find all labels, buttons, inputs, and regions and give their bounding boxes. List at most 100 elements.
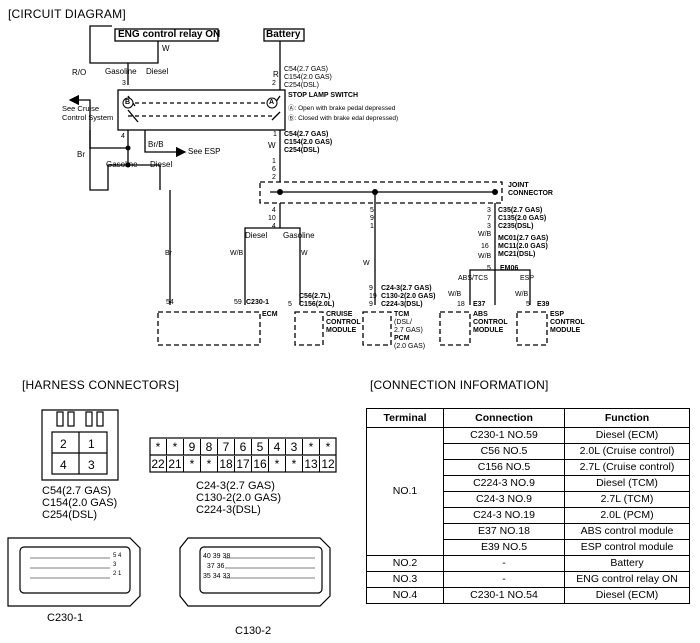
table-header-row: Terminal Connection Function [366,408,690,428]
c56-label: C56(2.7L)C156(2.0L) [299,293,335,308]
wire-wb-esp: W/B [515,291,529,298]
stop-lamp-title: STOP LAMP SWITCH [288,92,359,99]
grid-pin: 6 [235,439,252,455]
wire-br-left: Br [77,150,85,159]
table-cell: C224-3 NO.9 [443,475,565,492]
pin-5-cruise: 5 [288,301,292,308]
table-cell: ABS control module [564,523,690,540]
table-cell: ENG control relay ON [564,571,690,588]
c230-label: C230-1 [246,299,269,306]
conn1-label: C54(2.7 GAS)C154(2.0 GAS)C254(DSL) [42,485,118,521]
th-function: Function [564,408,690,428]
pin-1-jc: 1 [272,158,276,165]
table-cell: 2.7L (Cruise control) [564,459,690,476]
table-cell: 2.0L (PCM) [564,507,690,524]
grid-pin: * [184,456,201,472]
table-cell: E37 NO.18 [443,523,565,540]
wire-w-mid: W [268,141,276,150]
section-title-harness: [HARNESS CONNECTORS] [22,378,180,392]
diesel-mid: Diesel [150,160,173,169]
c35-label: C35(2.7 GAS)C135(2.0 GAS)C235(DSL) [498,207,547,230]
table-cell: C230-1 NO.59 [443,427,565,444]
ecm-label: ECM [262,311,278,318]
conn1-pin-4: 4 [60,458,67,472]
pin-59: 59 [234,299,242,306]
conn1-pin-2: 2 [60,437,67,451]
wire-w-top: W [162,44,170,53]
section-title-circuit: [CIRCUIT DIAGRAM] [8,7,126,21]
table-cell: C56 NO.5 [443,443,565,460]
pin-1-sw: 1 [273,131,277,138]
switch-a-marker: A [269,99,275,106]
table-cell: Diesel (ECM) [564,587,690,604]
conn2-label: C24-3(2.7 GAS)C130-2(2.0 GAS)C224-3(DSL) [196,480,281,516]
pin-18: 18 [457,301,465,308]
grid-pin: * [150,439,167,455]
pin-4-sw: 4 [121,133,125,140]
conn1-pin-1: 1 [88,437,95,451]
table-cell: NO.2 [366,555,444,572]
table-row: NO.2-Battery [366,555,690,572]
gasoline-low: Gasoline [283,231,315,240]
wire-br-low: Br [165,250,172,257]
wire-wb-abs: W/B [448,291,462,298]
c54-bot-label: C54(2.7 GAS)C154(2.0 GAS)C254(DSL) [284,131,333,154]
wire-brb: Br/B [148,140,164,149]
wire-wb-1: W/B [478,231,492,238]
grid-pin: 12 [321,457,335,471]
pin-3-top: 3 [122,80,126,87]
grid-pin: * [167,439,184,455]
grid-pin: * [325,440,331,454]
grid-pin: 21 [167,456,184,472]
tcm-module-label: TCM(DSL/2.7 GAS)PCM(2.0 GAS) [394,311,426,350]
grid-pin: * [303,439,320,455]
grid-pin: 16 [252,456,269,472]
grid-pin: 5 [252,439,269,455]
c130-label: C130-2 [235,625,272,637]
pin-16: 16 [481,243,489,250]
table-cell: 2.7L (TCM) [564,491,690,508]
pin-2-jc: 2 [272,174,276,181]
grid-pin: 8 [201,439,218,455]
table-cell: - [443,571,565,588]
grid-pin: 22 [150,456,167,472]
c24-3-label: C24-3(2.7 GAS)C130-2(2.0 GAS)C224-3(DSL) [381,285,436,308]
c230-pins: 5 4 3 2 1 [113,553,122,577]
pin-54: 54 [166,299,174,306]
e37-label: E37 [473,301,486,308]
grid-pin: 17 [235,456,252,472]
table-cell: C156 NO.5 [443,459,565,476]
table-cell: - [443,555,565,572]
table-cell: ESP control module [564,539,690,556]
table-cell: C24-3 NO.9 [443,491,565,508]
c130-pins: 40 39 38 37 36 35 34 33 [203,553,231,580]
grid-pin: 3 [286,439,303,455]
terminal-cell: NO.1 [366,427,444,556]
wire-wb-2: W/B [478,253,492,260]
table-cell: NO.3 [366,571,444,588]
diesel-low: Diesel [245,231,268,240]
grid-pin: * [286,456,303,472]
grid-pin: 13 [303,456,320,472]
diesel-top: Diesel [146,67,169,76]
table-row: NO.3-ENG control relay ON [366,571,690,588]
wire-ro: R/O [72,68,87,77]
wire-w-cruise: W [301,250,308,257]
pin-5-em: 5 [487,265,491,272]
em06-label: EM06 [500,265,519,272]
battery-label: Battery [266,29,301,40]
th-connection: Connection [443,408,565,428]
grid-pin: 18 [218,456,235,472]
mc01-label: MC01(2.7 GAS)MC11(2.0 GAS)MC21(DSL) [498,235,549,258]
pin-2-top: 2 [272,80,276,87]
